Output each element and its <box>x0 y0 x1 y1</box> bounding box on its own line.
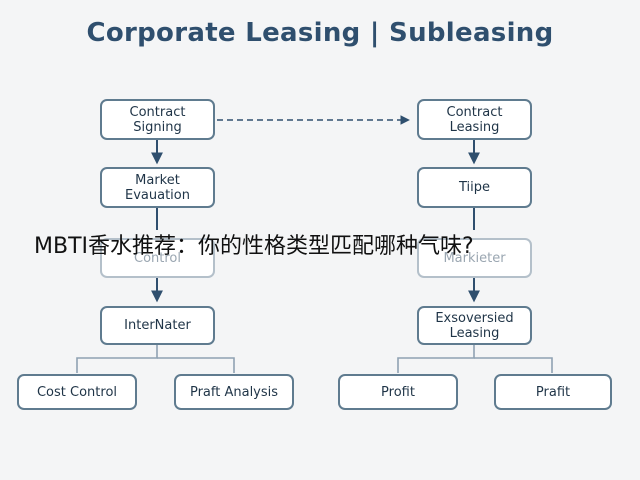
node-control: Control <box>100 238 215 278</box>
diagram-title: Corporate Leasing | Subleasing <box>86 18 554 48</box>
node-market-evaluation: Market Evauation <box>100 167 215 208</box>
overlay-caption: MBTI香水推荐：你的性格类型匹配哪种气味? <box>34 234 474 259</box>
node-cost-control: Cost Control <box>17 374 137 410</box>
node-profit-right: Prafit <box>494 374 612 410</box>
connector-left-branch <box>76 345 158 373</box>
node-tiipe: Tiipe <box>417 167 532 208</box>
node-profit-analysis: Praft Analysis <box>174 374 294 410</box>
node-profit-left: Profit <box>338 374 458 410</box>
connector-right-branch <box>397 345 475 373</box>
node-contract-signing: Contract Signing <box>100 99 215 140</box>
node-markieter: Markieter <box>417 238 532 278</box>
connector-right-branch-right <box>474 357 553 373</box>
node-exsoversied-leasing: Exsoversied Leasing <box>417 306 532 345</box>
node-contract-leasing: Contract Leasing <box>417 99 532 140</box>
connector-left-branch-right <box>157 357 235 373</box>
node-internater: InterNater <box>100 306 215 345</box>
